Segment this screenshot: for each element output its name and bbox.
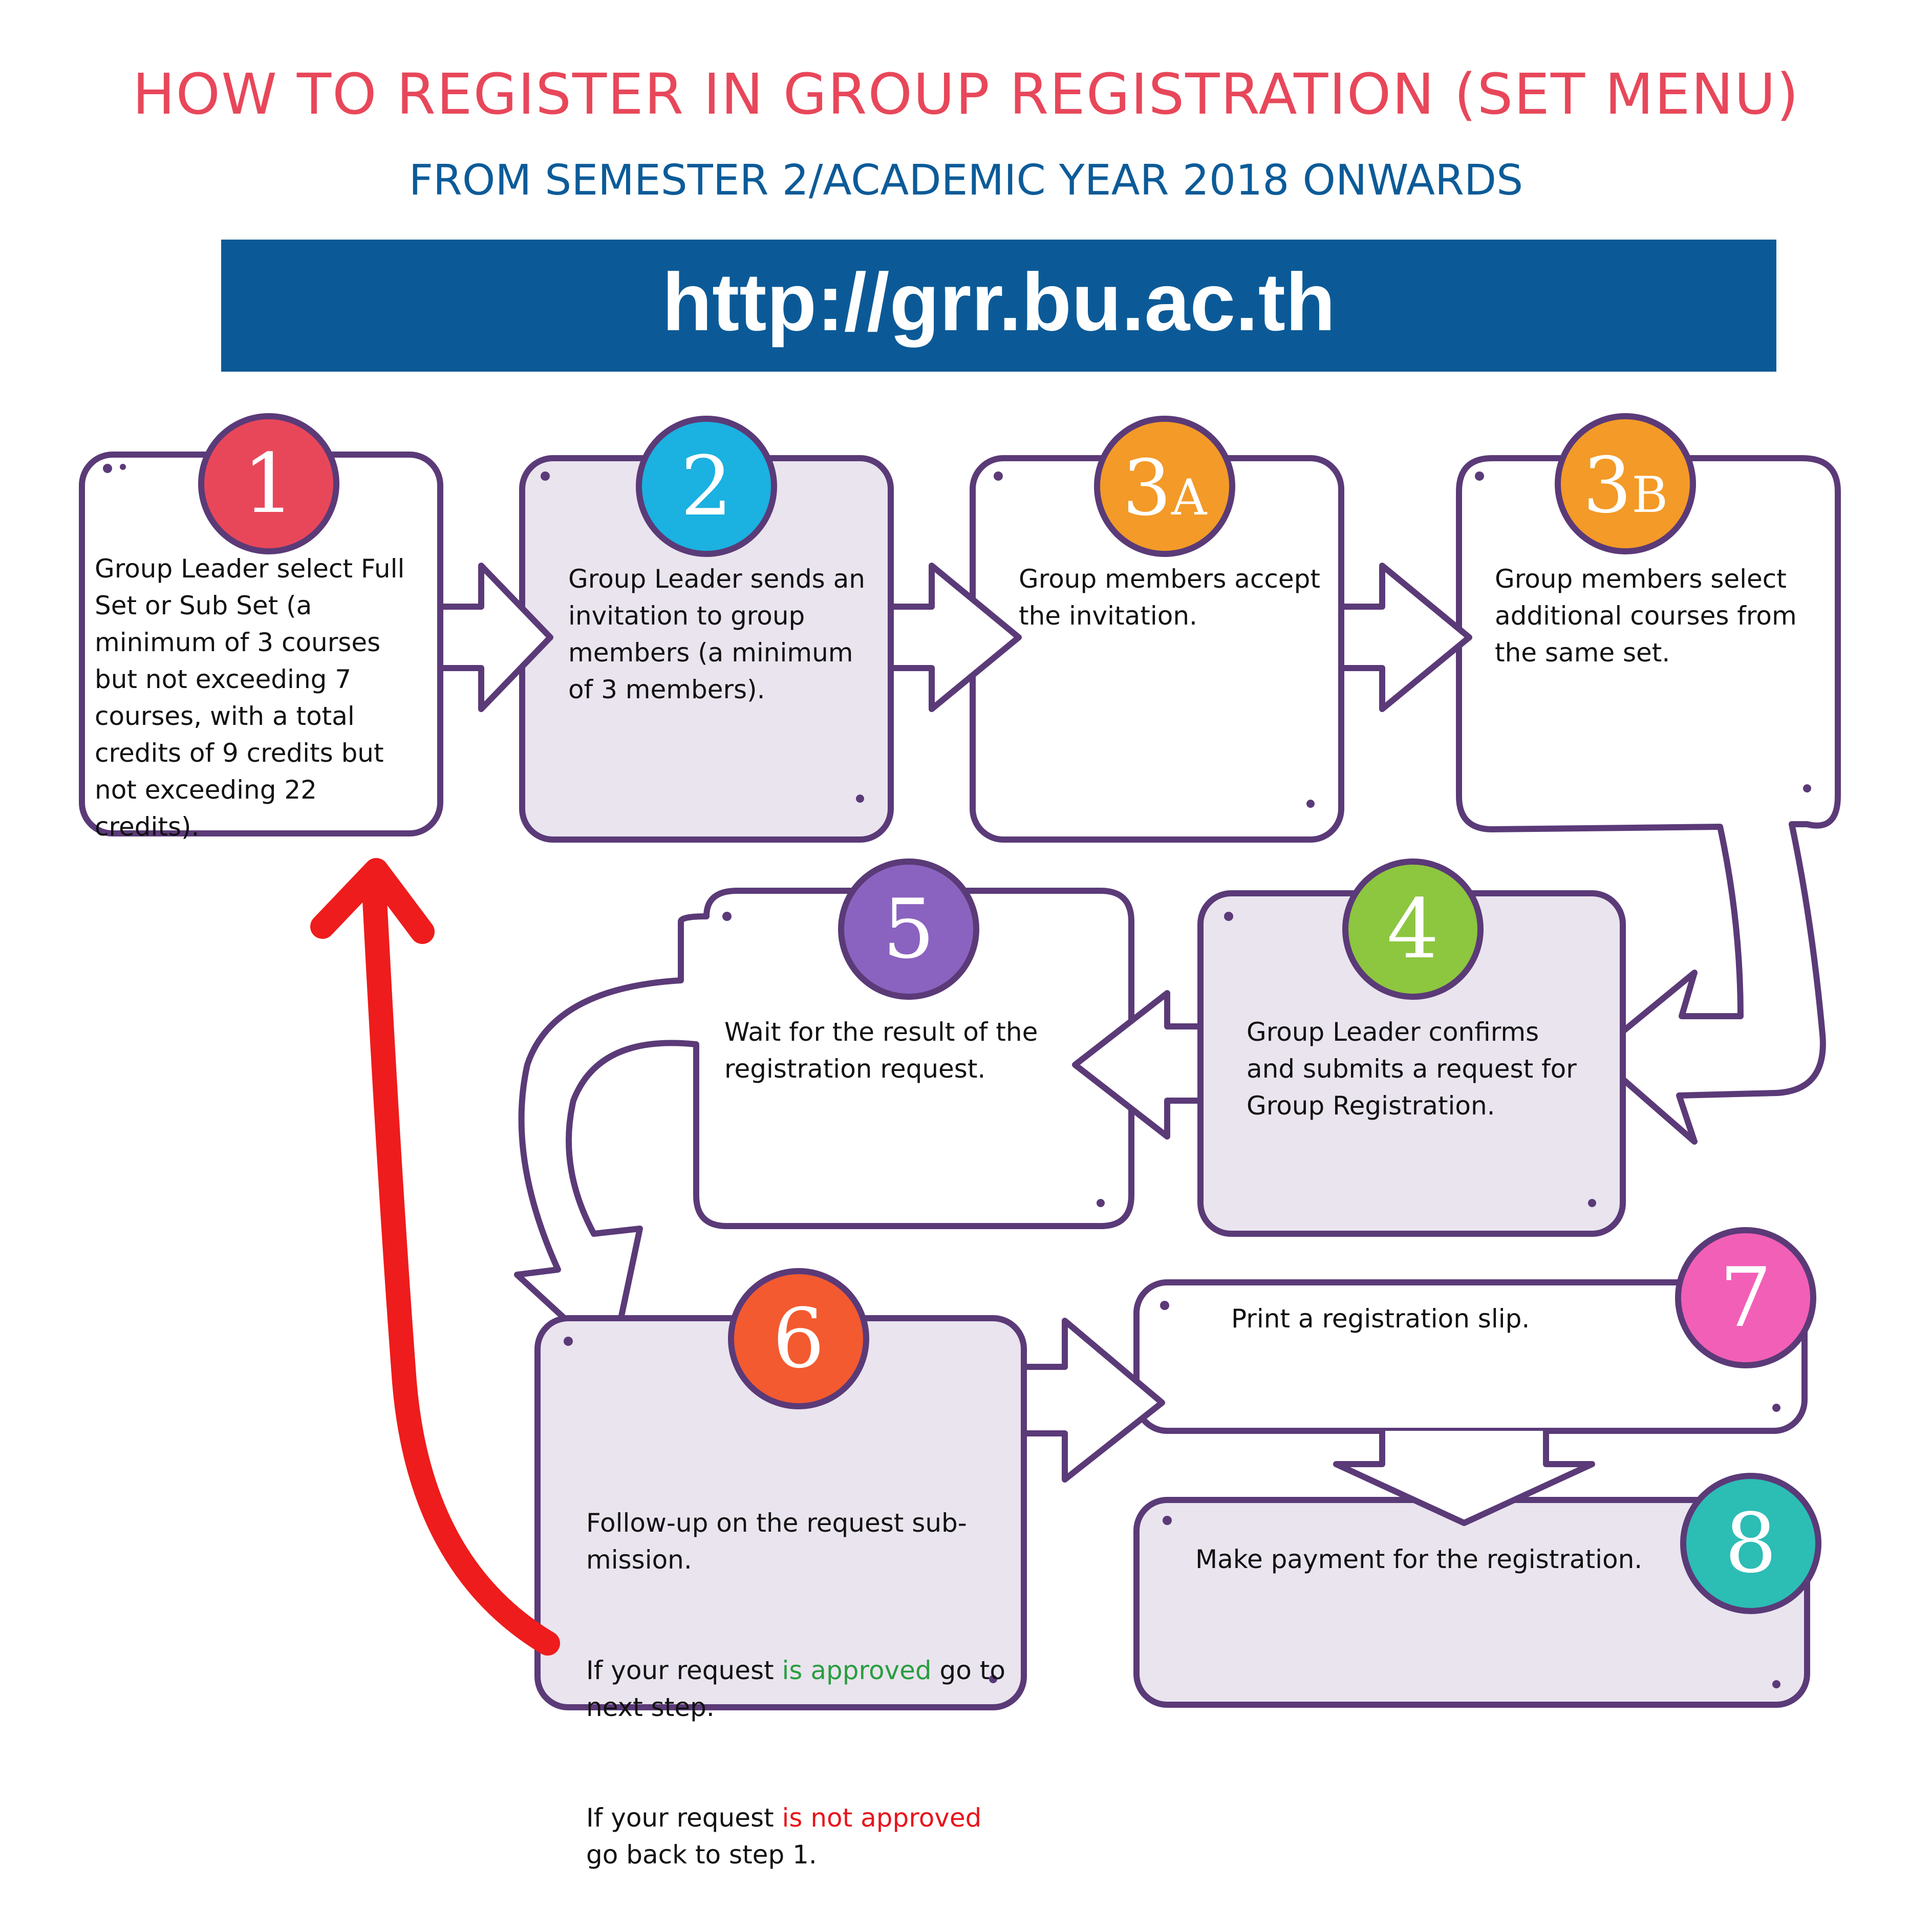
step-2-text: Group Leader sends an invitation to grou… <box>568 564 873 704</box>
step-5-number: 5 <box>883 881 935 977</box>
step-6-badge-circle <box>728 1268 869 1409</box>
step-6-text: Follow-up on the request sub-mission. If… <box>586 1431 1006 1910</box>
not-approved-highlight: is not approved <box>782 1803 982 1833</box>
arrow-6-to-7 <box>1021 1318 1165 1483</box>
step-3a-number: 3 <box>1123 444 1171 533</box>
step-7-number: 7 <box>1720 1250 1772 1345</box>
step-6-line-1: Follow-up on the request sub-mission. <box>586 1508 967 1575</box>
step-3b-badge-circle <box>1555 413 1696 554</box>
badge-7: 7 <box>1675 1227 1816 1368</box>
step-3b-suffix: B <box>1632 466 1668 524</box>
approved-highlight: is approved <box>782 1656 932 1685</box>
badge-6: 6 <box>728 1268 869 1409</box>
url-link[interactable]: http://grr.bu.ac.th <box>662 256 1336 348</box>
badge-5: 5 <box>838 859 979 1000</box>
loop-back-arrow <box>310 858 560 1656</box>
arrow-2-to-3a <box>888 563 1022 712</box>
arrow-3a-to-3b <box>1338 563 1472 712</box>
step-1-text: Group Leader select Full Set or Sub Set … <box>95 554 413 842</box>
badge-8: 8 <box>1680 1473 1821 1614</box>
sketch-marks <box>103 464 1811 1688</box>
step-4-number: 4 <box>1387 881 1439 977</box>
page-subtitle: FROM SEMESTER 2/ACADEMIC YEAR 2018 ONWAR… <box>409 156 1523 205</box>
step-4-badge-circle <box>1342 859 1484 1000</box>
badge-3b: 3B <box>1555 413 1696 554</box>
step-3b-text: Group members select additional courses … <box>1495 564 1805 668</box>
step-1-badge-circle <box>198 413 339 554</box>
step-5-badge-circle <box>838 859 979 1000</box>
step-8-text: Make payment for the registration. <box>1195 1544 1643 1574</box>
arrow-7-to-8 <box>1333 1428 1595 1526</box>
step-6-not-approved-line: If your request is not approved go back … <box>586 1803 990 1870</box>
step-3b-number: 3 <box>1583 441 1632 530</box>
step-8-badge-circle <box>1680 1473 1821 1614</box>
url-banner: http://grr.bu.ac.th <box>221 240 1776 372</box>
badge-4: 4 <box>1342 859 1484 1000</box>
step-4-text: Group Leader confirms and submits a requ… <box>1247 1017 1585 1121</box>
flow-diagram: 1 2 3A 3B 4 5 6 7 8 <box>79 413 1841 1710</box>
step-3a-text: Group members accept the invitation. <box>1019 564 1328 631</box>
step-2-number: 2 <box>680 438 733 534</box>
step-1-number: 1 <box>243 436 295 531</box>
badge-2: 2 <box>636 416 777 557</box>
badge-1: 1 <box>198 413 339 554</box>
step-6-number: 6 <box>772 1291 825 1386</box>
page-title: HOW TO REGISTER IN GROUP REGISTRATION (S… <box>132 61 1800 127</box>
arrow-1-to-2 <box>437 563 553 712</box>
arrow-4-to-5 <box>1072 990 1204 1140</box>
step-7-text: Print a registration slip. <box>1231 1304 1530 1334</box>
svg-text:3A: 3A <box>1123 444 1208 533</box>
step-3a-suffix: A <box>1171 469 1208 526</box>
step-3b-box <box>1456 455 1841 1145</box>
svg-text:3B: 3B <box>1583 441 1668 530</box>
step-8-number: 8 <box>1725 1495 1777 1591</box>
badge-3a: 3A <box>1094 416 1235 557</box>
step-7-badge-circle <box>1675 1227 1816 1368</box>
step-3a-badge-circle <box>1094 416 1235 557</box>
step-5-box <box>514 888 1134 1365</box>
step-5-text: Wait for the result of the registration … <box>724 1017 1046 1084</box>
step-2-badge-circle <box>636 416 777 557</box>
step-6-approved-line: If your request is approved go to next s… <box>586 1656 1014 1722</box>
